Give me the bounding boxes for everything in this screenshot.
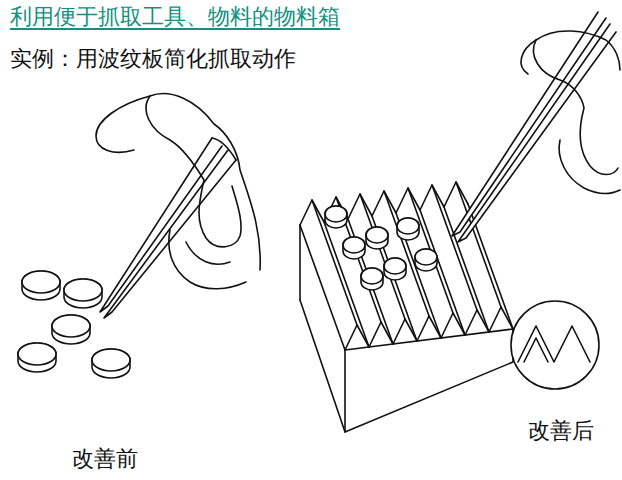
after-label: 改善后	[528, 416, 594, 446]
before-label: 改善前	[72, 444, 138, 474]
before-illustration	[18, 94, 260, 378]
corrugated-board	[300, 12, 620, 432]
title-text: 利用便于抓取工具、物料的物料箱	[10, 2, 340, 32]
subtitle-text: 实例：用波纹板简化抓取动作	[10, 44, 296, 74]
